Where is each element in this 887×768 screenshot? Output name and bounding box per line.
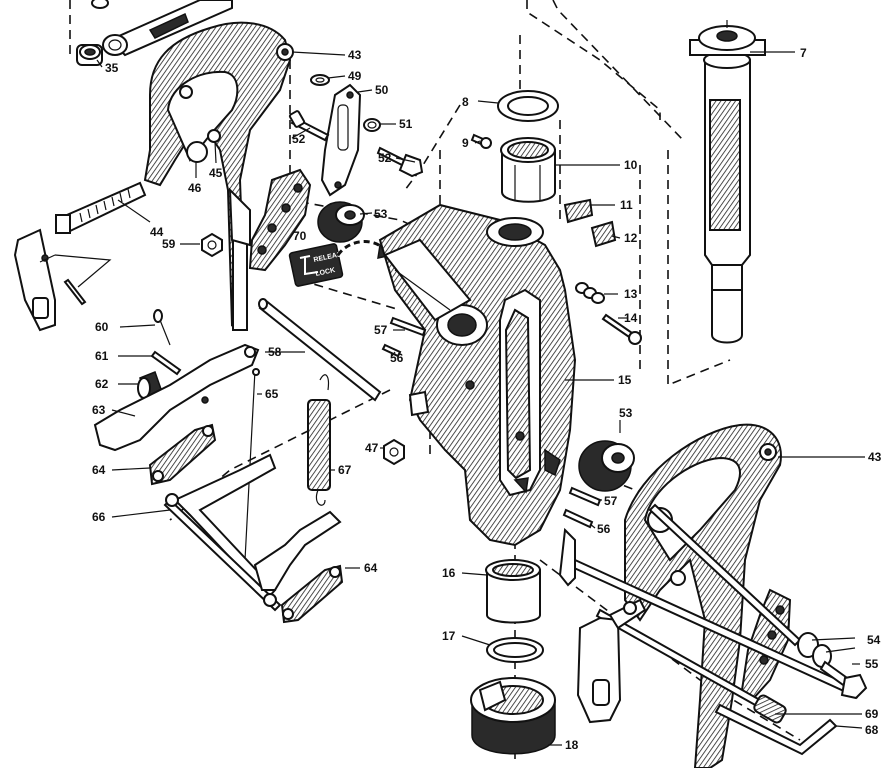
ring-8 [497,90,559,122]
label-59: 59 [162,237,176,251]
bolt-55 [819,660,868,700]
nut-47 [383,438,405,466]
nut-35 [76,44,103,66]
label-43-right: 43 [868,450,882,464]
swivel-bracket-15 [378,203,577,547]
spring-13 [575,282,605,304]
block-18 [470,677,556,755]
label-64-upper: 64 [92,463,106,477]
label-52-upper: 52 [292,132,306,146]
screw-14 [601,313,642,345]
pin-57-upper [389,316,427,337]
label-45: 45 [209,166,223,180]
latch-plate-50 [320,83,362,197]
washer-51 [363,118,381,132]
label-47: 47 [365,441,379,455]
lever-63 [93,343,260,452]
label-11: 11 [620,198,633,212]
knob-53-upper [317,201,365,243]
label-67: 67 [338,463,352,477]
label-14: 14 [624,311,638,325]
label-7: 7 [800,46,807,60]
label-63: 63 [92,403,106,417]
label-18: 18 [565,738,579,752]
label-60: 60 [95,320,109,334]
label-17: 17 [442,629,456,643]
label-61: 61 [95,349,109,363]
pad-12 [590,220,617,248]
washer-49 [310,74,330,86]
label-52-lower: 52 [378,151,392,165]
label-13: 13 [624,287,638,301]
pin-61 [150,350,182,376]
label-46: 46 [188,181,202,195]
link-plate-64-upper [148,423,217,486]
spring-67 [307,374,331,506]
label-64-lower: 64 [364,561,378,575]
spring-69 [753,694,787,724]
release-lock-tag-70: RELEASE LOCK [288,240,394,287]
pin-9 [470,133,492,149]
tag-lock-text: LOCK [315,267,336,278]
label-16: 16 [442,566,456,580]
label-56-upper: 56 [390,351,404,365]
bushing-10 [500,137,556,203]
clamp-screw-44 [55,181,147,234]
ring-17 [486,637,544,663]
leader-lines [39,51,865,746]
label-54: 54 [867,633,881,647]
label-57-upper: 57 [374,323,388,337]
label-10: 10 [624,158,638,172]
pad-11 [563,198,594,224]
pin-56-upper [381,343,402,358]
label-49: 49 [348,69,362,83]
clamp-pad-handle-right [576,598,647,724]
pin-56-lower [562,508,594,529]
bushing-16 [485,559,541,624]
clamp-pad-handle-left [13,228,87,332]
nut-59 [201,232,223,258]
bolt-52-upper [288,110,330,142]
label-53-lower: 53 [619,406,633,420]
washer-top [91,0,109,9]
label-55: 55 [865,657,879,671]
part-labels: 35 43 49 50 51 52 52 53 46 45 44 59 70 7… [92,46,882,752]
long-rods-right [570,503,862,708]
label-51: 51 [399,117,413,131]
rod-58 [258,298,382,402]
link-plate-64-lower [280,564,344,624]
steering-tube-7 [689,20,766,344]
pin-57-lower [568,486,602,507]
washers-54 [797,632,832,668]
label-65: 65 [265,387,279,401]
label-50: 50 [375,83,389,97]
label-35: 35 [105,61,119,75]
cotter-pin-60 [153,309,171,346]
clamp-bracket-left [143,21,294,331]
label-53-upper: 53 [374,207,388,221]
label-43-left: 43 [348,48,362,62]
label-58: 58 [268,345,282,359]
label-56-lower: 56 [597,522,611,536]
knob-53-lower [578,440,635,492]
label-68: 68 [865,723,879,737]
clip-piece [558,527,576,587]
label-62: 62 [95,377,109,391]
link-plate-chain [248,168,312,272]
label-15: 15 [618,373,632,387]
tube-part [102,0,233,57]
label-9: 9 [462,136,469,150]
label-8: 8 [462,95,469,109]
label-69: 69 [865,707,879,721]
label-70: 70 [293,229,307,243]
label-44: 44 [150,225,164,239]
label-12: 12 [624,231,638,245]
lever-assembly-66 [163,453,342,612]
label-66: 66 [92,510,106,524]
label-57-lower: 57 [604,494,618,508]
